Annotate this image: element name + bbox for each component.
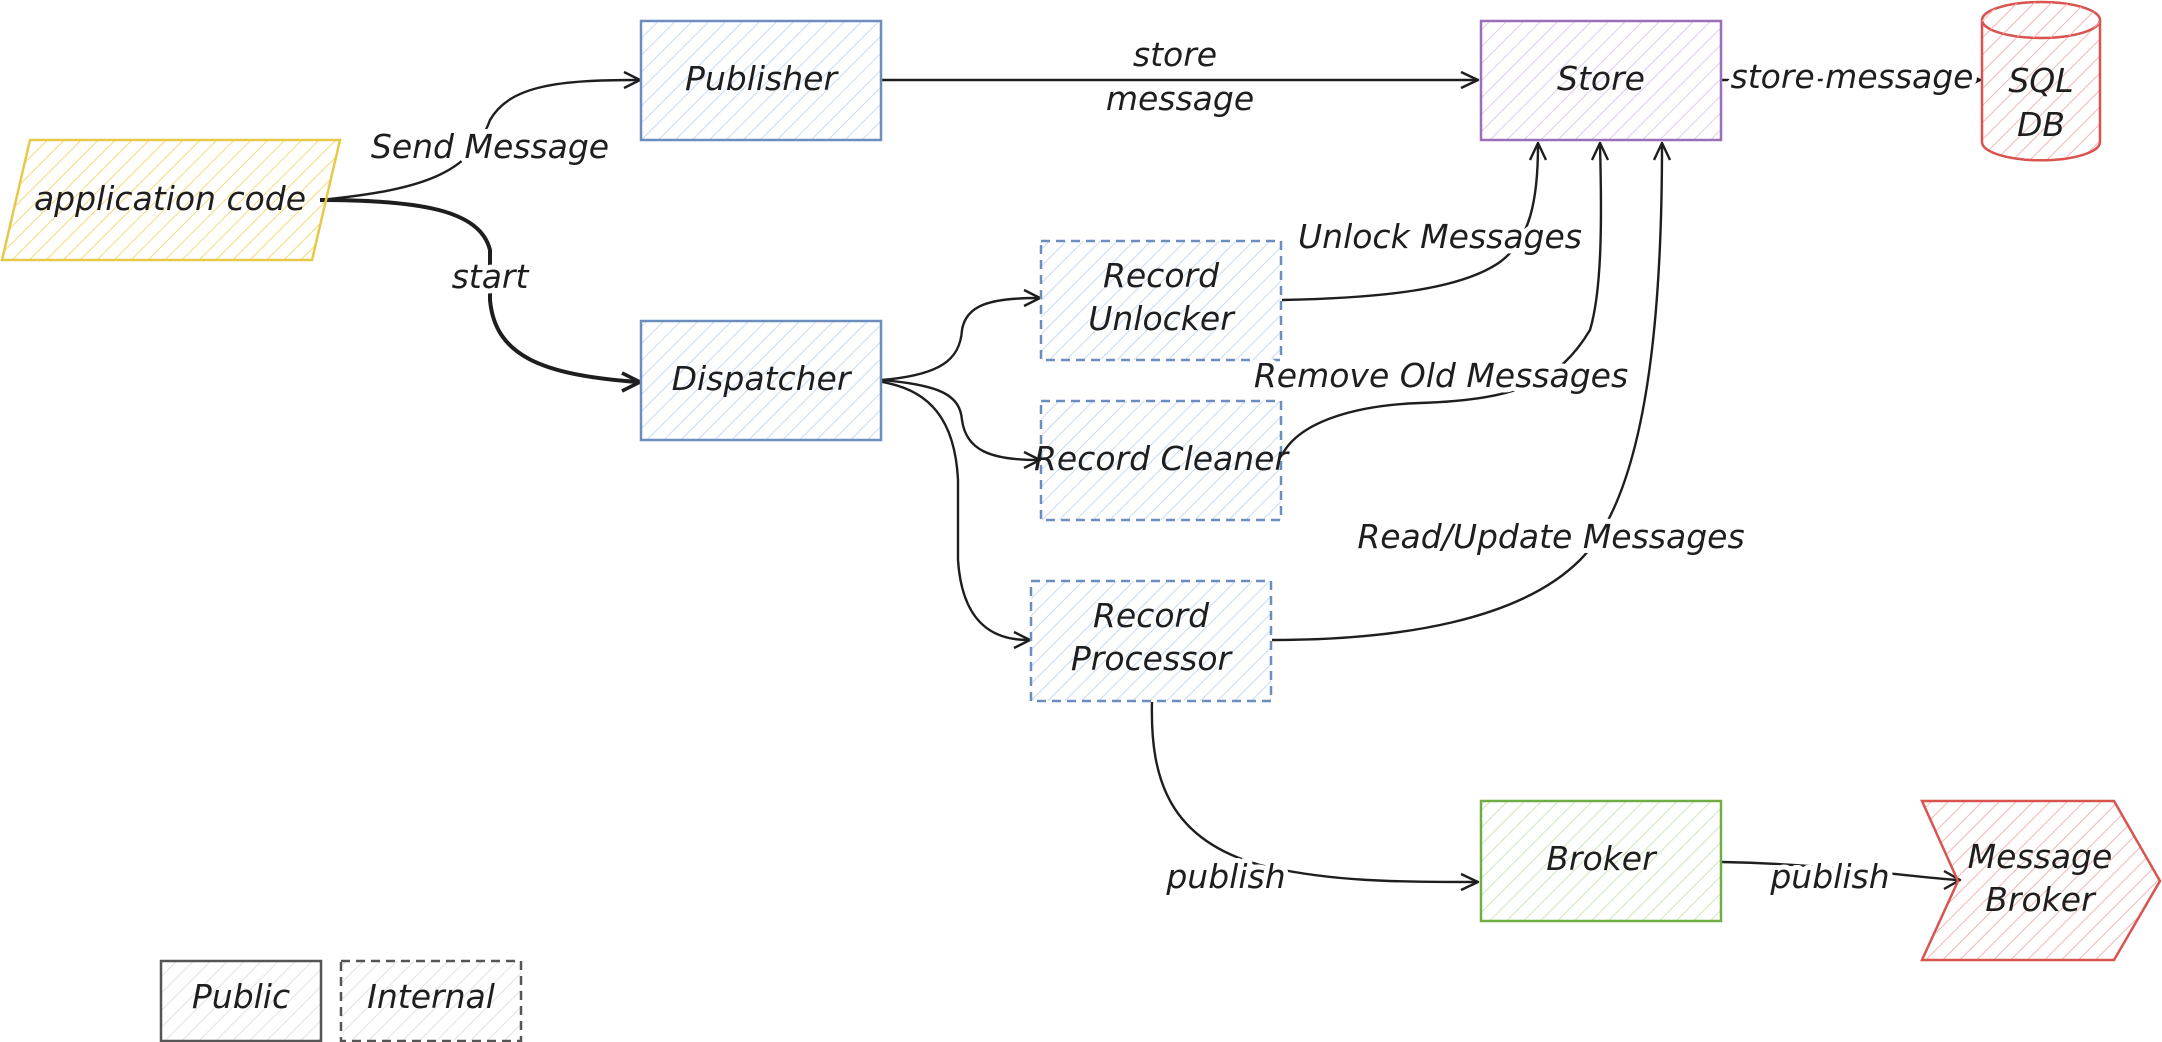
message-broker-label-line1: Message [1968,837,2113,876]
legend-internal-label: Internal [367,977,495,1016]
edge-publisher-store [881,70,1480,90]
legend: Public Internal [159,959,523,1042]
record-cleaner-label: Record Cleaner [1034,439,1291,478]
edge-label-send-message: Send Message [371,127,609,166]
store-label: Store [1557,59,1645,98]
legend-public: Public [159,959,323,1042]
record-cleaner-node[interactable]: Record Cleaner [1034,399,1291,522]
record-processor-node[interactable]: Record Processor [1029,579,1273,703]
dispatcher-node[interactable]: Dispatcher [639,319,883,442]
edge-label-publish-broker: publish [1769,857,1889,896]
record-unlocker-label-line2: Unlocker [1088,299,1236,338]
sql-db-label-line1: SQL [2008,61,2073,100]
broker-node[interactable]: Broker [1479,799,1723,923]
record-processor-label-line1: Record [1093,596,1210,635]
edge-dispatcher-processor [881,380,1032,650]
sql-db-label-line2: DB [2017,105,2065,144]
store-node[interactable]: Store [1479,19,1723,142]
message-broker-label-line2: Broker [1985,880,2097,919]
application-code-label: application code [34,179,306,218]
edge-label-remove-old-messages: Remove Old Messages [1254,356,1628,395]
edge-store-db [1722,70,1982,90]
dispatcher-label: Dispatcher [672,359,853,398]
publisher-label: Publisher [685,59,840,98]
edge-label-read-update-messages: Read/Update Messages [1357,517,1744,556]
edge-label-store-line2: message [1106,79,1254,118]
edge-label-store-message-db: store message [1731,57,1974,96]
edge-processor-store [1271,141,1672,642]
publisher-node[interactable]: Publisher [639,19,883,142]
edge-dispatcher-unlocker [881,288,1042,382]
edge-label-start: start [452,257,530,296]
edge-label-unlock-messages: Unlock Messages [1298,217,1582,256]
broker-label: Broker [1546,839,1658,878]
legend-internal: Internal [339,959,523,1042]
application-code-node[interactable]: application code [0,138,342,262]
record-processor-label-line2: Processor [1071,639,1234,678]
record-unlocker-node[interactable]: Record Unlocker [1039,239,1283,362]
edge-cleaner-store [1280,141,1610,456]
sql-db-node[interactable]: SQL DB [1980,0,2102,162]
edge-label-store-line1: store [1133,35,1217,74]
edge-label-publish-processor: publish [1165,857,1285,896]
legend-public-label: Public [192,977,290,1016]
edge-unlocker-store [1281,141,1548,302]
message-broker-node[interactable]: Message Broker [1920,799,2162,962]
record-unlocker-label-line1: Record [1103,256,1220,295]
edge-dispatcher-cleaner [881,378,1042,470]
edge-processor-broker [1150,701,1480,892]
